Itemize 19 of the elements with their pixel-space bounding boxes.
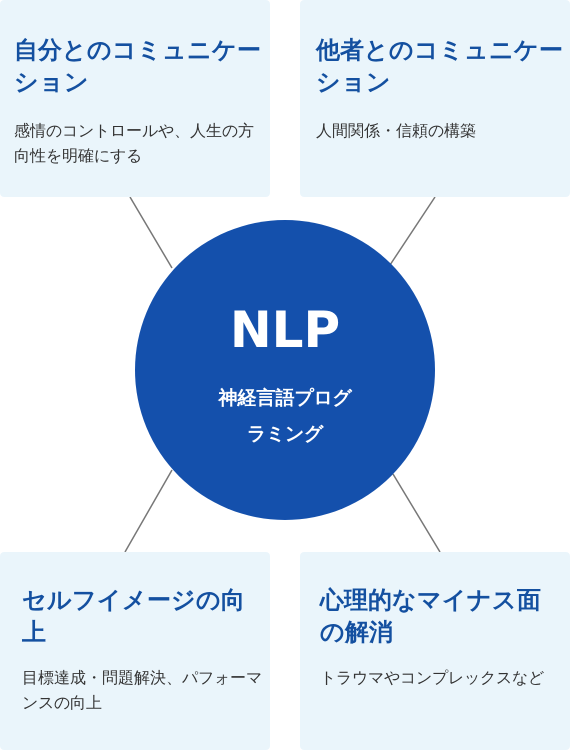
circle-title: NLP <box>228 300 342 360</box>
topic-card <box>300 0 570 197</box>
card-description: 人間関係・信頼の構築 <box>316 120 477 142</box>
topic-card <box>0 552 270 750</box>
topic-card <box>0 0 270 197</box>
card-heading: 心理的なマイナス面の解消 <box>320 585 542 648</box>
card-heading: 他者とのコミュニケーション <box>316 35 564 98</box>
connector-line <box>124 470 173 552</box>
card-heading: セルフイメージの向上 <box>22 585 246 648</box>
card-description: 感情のコントロールや、人生の方向性を明確にする <box>14 120 255 167</box>
card-heading: 自分とのコミュニケーション <box>14 35 262 98</box>
connector-line <box>392 474 441 552</box>
connector-line <box>389 196 436 266</box>
circle-subtitle: 神経言語プログラミング <box>216 386 354 447</box>
card-description: トラウマやコンプレックスなど <box>320 667 545 689</box>
connector-line <box>129 196 173 268</box>
topic-card <box>300 552 570 750</box>
card-description: 目標達成・問題解決、パフォーマンスの向上 <box>22 667 262 714</box>
center-circle <box>135 220 435 520</box>
